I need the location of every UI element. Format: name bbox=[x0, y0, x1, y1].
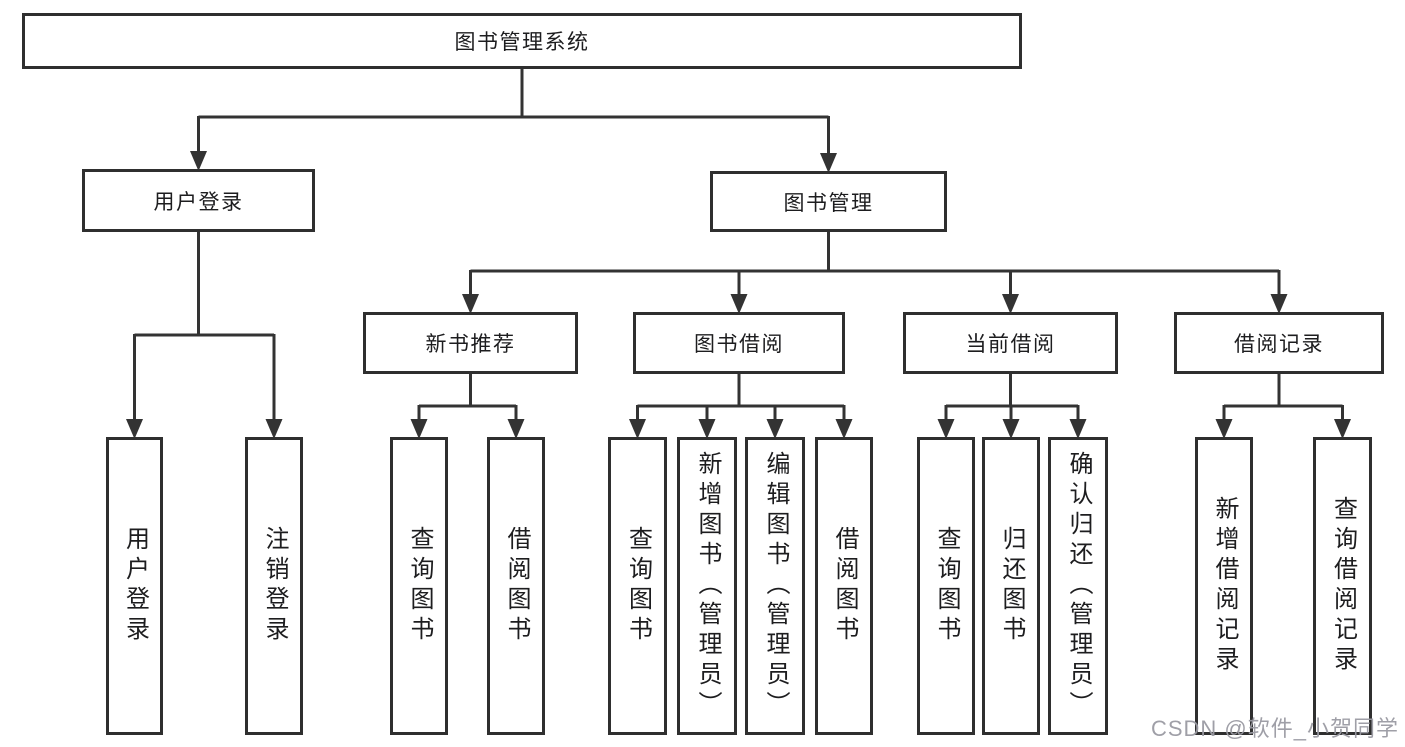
arrowhead-icon bbox=[462, 294, 479, 314]
node-root: 图书管理系统 bbox=[22, 13, 1022, 69]
node-label-leaf-return-books: 归还图书 bbox=[998, 526, 1025, 646]
arrowhead-icon bbox=[698, 419, 716, 439]
arrowhead-icon bbox=[629, 419, 646, 439]
arrowhead-icon bbox=[410, 419, 428, 439]
arrowhead-icon bbox=[507, 419, 525, 439]
node-leaf-user-login: 用户登录 bbox=[106, 437, 163, 735]
node-leaf-edit-books-admin: 编辑图书（管理员） bbox=[745, 437, 805, 735]
arrowhead-icon bbox=[1069, 419, 1087, 439]
arrowhead-icon bbox=[1270, 294, 1288, 314]
arrowhead-icon bbox=[1334, 419, 1351, 439]
node-borrow-records: 借阅记录 bbox=[1174, 312, 1384, 374]
arrowhead-icon bbox=[1002, 419, 1020, 439]
node-current-borrow: 当前借阅 bbox=[903, 312, 1118, 374]
arrowhead-icon bbox=[1002, 294, 1019, 314]
arrowhead-icon bbox=[730, 294, 748, 314]
arrowhead-icon bbox=[937, 419, 955, 439]
arrowhead-icon bbox=[835, 419, 853, 439]
node-label-book-management: 图书管理 bbox=[783, 191, 874, 215]
node-label-leaf-query-books-2: 查询图书 bbox=[624, 526, 652, 646]
node-user-login: 用户登录 bbox=[82, 169, 315, 232]
node-label-leaf-user-login: 用户登录 bbox=[121, 526, 149, 646]
arrowhead-icon bbox=[766, 419, 784, 439]
node-leaf-logout: 注销登录 bbox=[245, 437, 303, 735]
node-label-book-borrow: 图书借阅 bbox=[694, 333, 784, 356]
node-leaf-add-books-admin: 新增图书（管理员） bbox=[677, 437, 737, 735]
node-label-root: 图书管理系统 bbox=[454, 31, 590, 54]
node-leaf-add-borrow-record: 新增借阅记录 bbox=[1195, 437, 1253, 735]
node-label-leaf-query-books-3: 查询图书 bbox=[933, 526, 960, 646]
arrowhead-icon bbox=[820, 153, 837, 173]
node-label-leaf-logout: 注销登录 bbox=[261, 526, 288, 646]
node-leaf-query-books-3: 查询图书 bbox=[917, 437, 975, 735]
node-book-borrow: 图书借阅 bbox=[633, 312, 845, 374]
csdn-watermark: CSDN @软件_小贺同学 bbox=[1150, 716, 1399, 741]
node-leaf-query-borrow-record: 查询借阅记录 bbox=[1313, 437, 1372, 735]
node-book-management: 图书管理 bbox=[710, 171, 947, 232]
node-label-leaf-edit-books-admin: 编辑图书（管理员） bbox=[762, 451, 789, 721]
node-label-leaf-add-books-admin: 新增图书（管理员） bbox=[694, 451, 721, 721]
arrowhead-icon bbox=[126, 419, 143, 439]
node-label-leaf-borrow-books-1: 借阅图书 bbox=[503, 526, 530, 646]
node-label-leaf-query-borrow-record: 查询借阅记录 bbox=[1329, 496, 1357, 676]
node-label-user-login: 用户登录 bbox=[153, 190, 244, 214]
node-label-leaf-add-borrow-record: 新增借阅记录 bbox=[1211, 496, 1238, 676]
node-leaf-borrow-books-2: 借阅图书 bbox=[815, 437, 873, 735]
node-label-leaf-query-books-1: 查询图书 bbox=[406, 526, 433, 646]
node-leaf-query-books-2: 查询图书 bbox=[608, 437, 667, 735]
node-label-leaf-borrow-books-2: 借阅图书 bbox=[831, 526, 858, 646]
node-label-current-borrow: 当前借阅 bbox=[965, 333, 1056, 356]
node-label-new-book-recommend: 新书推荐 bbox=[425, 333, 516, 356]
node-label-borrow-records: 借阅记录 bbox=[1234, 333, 1324, 356]
node-new-book-recommend: 新书推荐 bbox=[363, 312, 578, 374]
node-leaf-confirm-return-admin: 确认归还（管理员） bbox=[1048, 437, 1108, 735]
node-leaf-return-books: 归还图书 bbox=[982, 437, 1040, 735]
node-leaf-borrow-books-1: 借阅图书 bbox=[487, 437, 545, 735]
node-label-leaf-confirm-return-admin: 确认归还（管理员） bbox=[1065, 451, 1092, 721]
arrowhead-icon bbox=[1215, 419, 1233, 439]
arrowhead-icon bbox=[265, 419, 283, 439]
node-leaf-query-books-1: 查询图书 bbox=[390, 437, 448, 735]
arrowhead-icon bbox=[190, 151, 207, 171]
